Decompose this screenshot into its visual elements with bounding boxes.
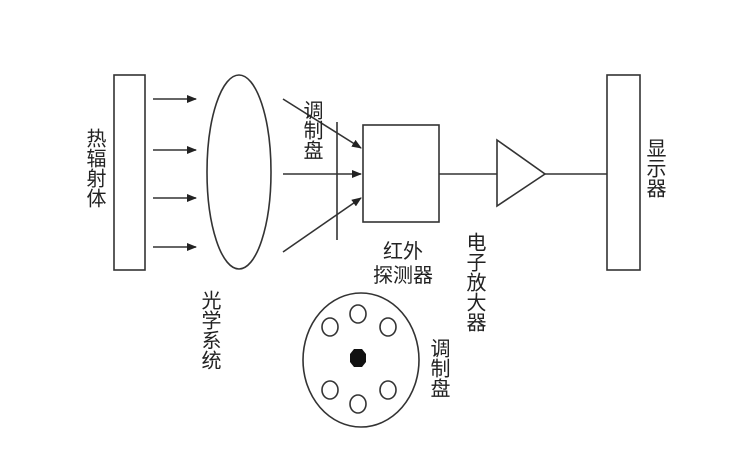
display-block xyxy=(606,74,641,271)
chopper-hole xyxy=(379,317,397,337)
chopper-hole xyxy=(321,317,339,337)
chopper-hole xyxy=(349,394,367,414)
chopper-hole xyxy=(321,380,339,400)
label-heat-source: 热辐射体 xyxy=(83,128,107,208)
label-detector-line1: 红外 xyxy=(383,239,423,263)
chopper-hole xyxy=(349,304,367,324)
focused-ray xyxy=(282,98,362,149)
label-detector-line2: 探测器 xyxy=(373,263,433,287)
label-chopper-bottom: 调制盘 xyxy=(427,338,451,398)
label-amplifier: 电子放大器 xyxy=(463,232,487,332)
chopper-hole xyxy=(379,380,397,400)
lens-ellipse xyxy=(206,74,272,270)
amplifier-triangle xyxy=(496,138,547,208)
focused-ray xyxy=(282,197,362,253)
heat-source-block xyxy=(113,74,146,271)
label-optical-system: 光学系统 xyxy=(198,290,222,370)
chopper-center-hub xyxy=(350,349,366,367)
label-display: 显示器 xyxy=(643,138,667,198)
label-chopper-top: 调制盘 xyxy=(300,100,324,160)
detector-block xyxy=(362,124,440,223)
chopper-disk xyxy=(302,292,420,428)
